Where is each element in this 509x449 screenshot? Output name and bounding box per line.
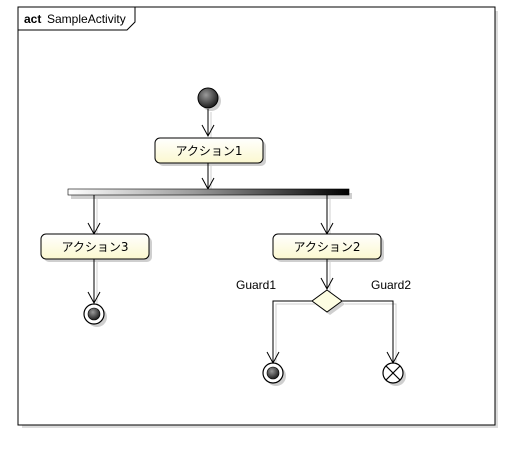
activity-final-node-1[interactable] (83, 303, 107, 327)
diagram-frame: act SampleActivity (17, 6, 498, 428)
guard-2-label: Guard2 (371, 278, 411, 292)
decision-node[interactable] (311, 289, 345, 315)
activity-final-node-2[interactable] (262, 362, 286, 386)
action-node-1[interactable]: アクション1 (154, 137, 266, 166)
edge-action3-to-final (87, 259, 101, 306)
frame-tab (17, 6, 136, 31)
action-node-2[interactable]: アクション2 (272, 233, 384, 262)
action-1-label: アクション1 (175, 144, 242, 158)
guard-1-label: Guard1 (236, 278, 276, 292)
action-2-label: アクション2 (293, 240, 360, 254)
action-node-3[interactable]: アクション3 (40, 233, 152, 262)
flow-final-node[interactable] (382, 362, 406, 386)
initial-node[interactable] (197, 87, 221, 111)
fork-bar[interactable] (67, 188, 352, 199)
edge-action2-to-decision (320, 259, 334, 292)
edge-initial-to-action1 (201, 109, 215, 139)
frame-title: SampleActivity (47, 12, 126, 26)
frame-keyword: act (24, 12, 41, 26)
action-3-label: アクション3 (61, 240, 128, 254)
